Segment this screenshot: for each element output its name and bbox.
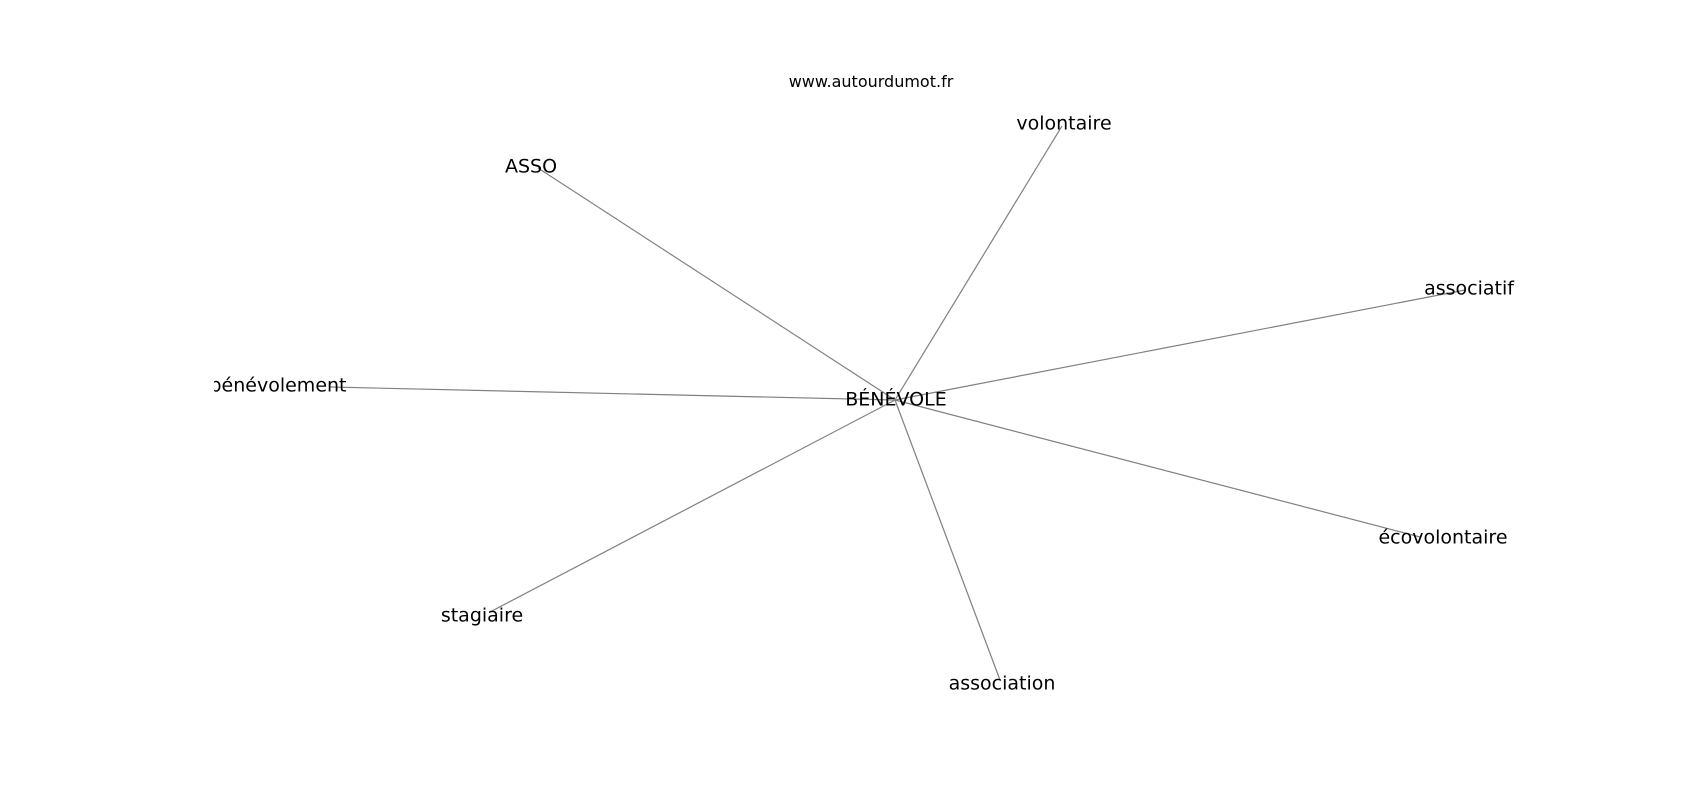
watermark-text: www.autourdumot.fr bbox=[788, 72, 954, 91]
edge-to-ecovolontaire bbox=[894, 399, 1421, 538]
node-associatif[interactable]: associatif bbox=[1424, 277, 1514, 300]
edge-to-benevolement bbox=[329, 386, 896, 401]
edge-to-association bbox=[894, 399, 1001, 681]
edge-to-asso bbox=[537, 167, 896, 401]
edge-to-stagiaire bbox=[489, 399, 896, 613]
node-stagiaire[interactable]: stagiaire bbox=[440, 604, 524, 627]
center-node-label[interactable]: BÉNÉVOLE bbox=[845, 388, 947, 411]
node-volontaire[interactable]: volontaire bbox=[1016, 112, 1112, 135]
node-ecovolontaire[interactable]: écovolontaire bbox=[1378, 526, 1508, 549]
node-association[interactable]: association bbox=[948, 672, 1056, 695]
edge-to-volontaire bbox=[894, 125, 1063, 401]
node-benevolement[interactable]: bénévolement bbox=[209, 374, 347, 397]
node-asso[interactable]: ASSO bbox=[504, 155, 558, 178]
left-clip-mask bbox=[0, 0, 214, 800]
edge-to-associatif bbox=[894, 289, 1466, 401]
